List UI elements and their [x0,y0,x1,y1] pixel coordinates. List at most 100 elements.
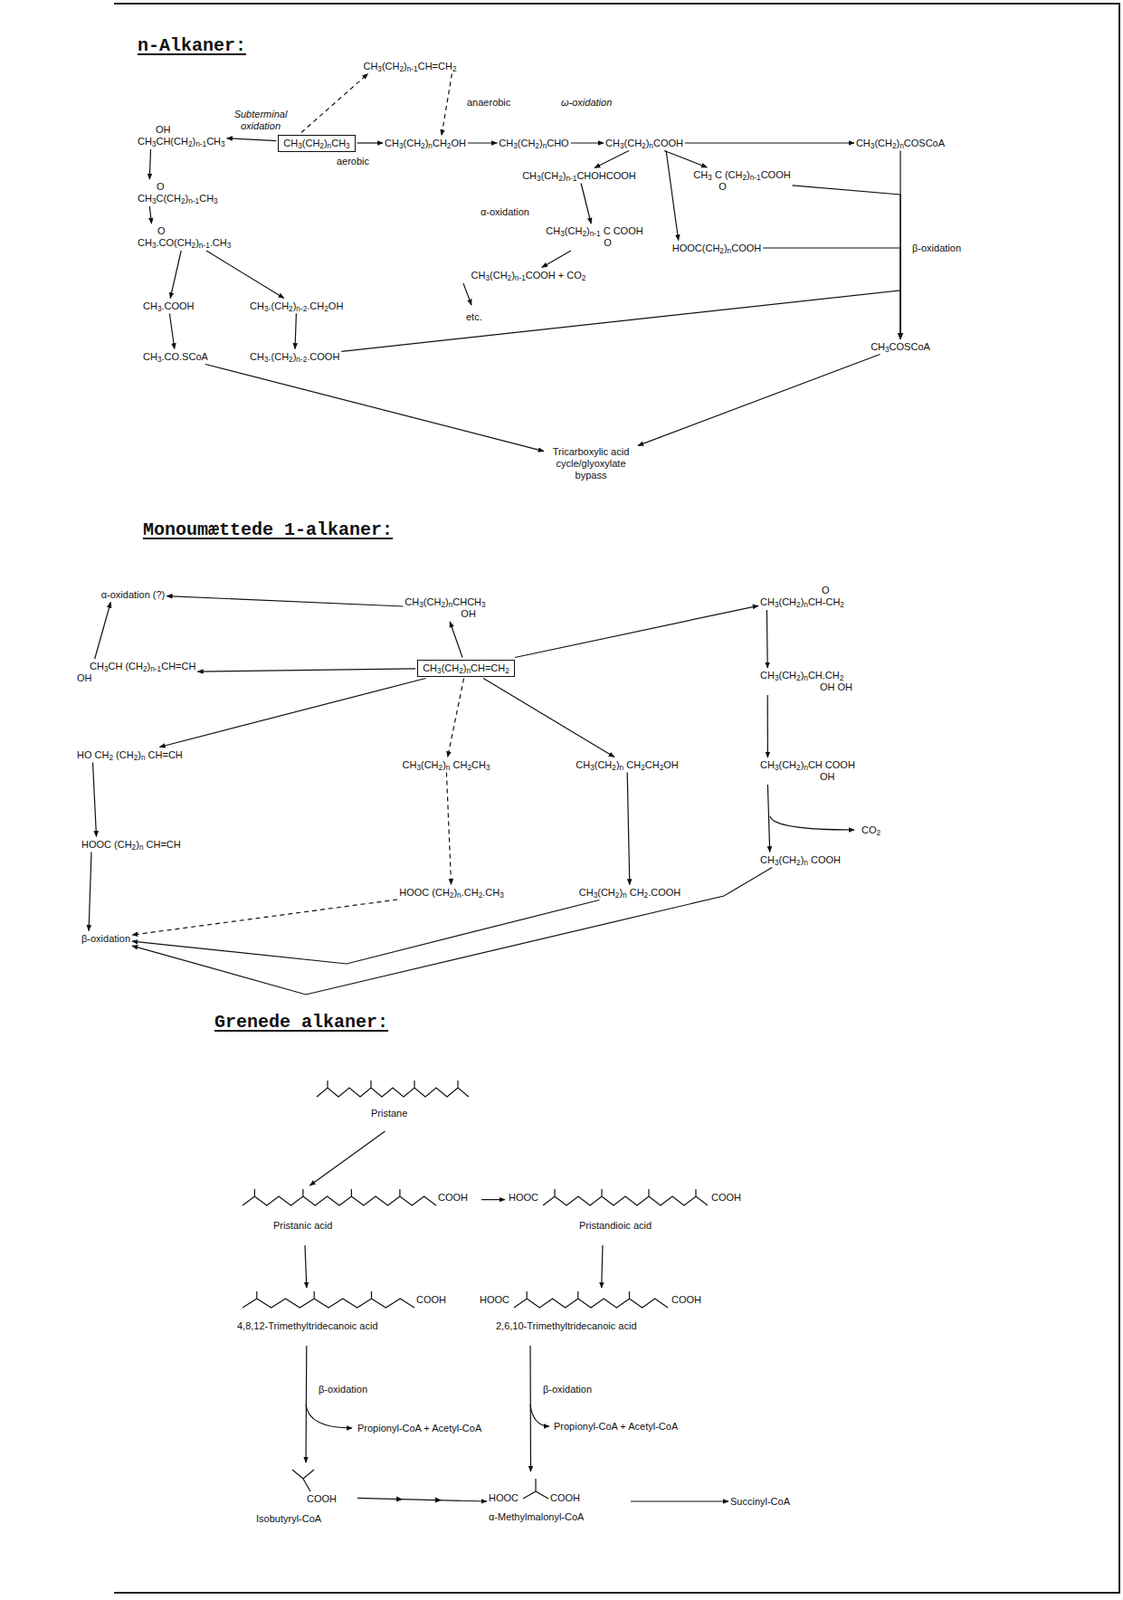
compound-formula: CH3(CH2)n COOH [760,854,841,867]
reaction-arrow [95,602,112,660]
pathway-label: β-oxidation [318,1383,368,1396]
compound-name: α-Methylmalonyl-CoA [488,1511,584,1523]
carbon-chain [513,1291,668,1308]
step-arrowhead [435,1497,442,1504]
carbon-chain [316,1080,469,1097]
reaction-arrow [601,1245,603,1288]
compound-name: Isobutyryl-CoA [256,1513,322,1525]
compound-formula: HOOC (CH2)n.CH2.CH3 [399,886,505,899]
pathway-label: β-oxidation [542,1383,592,1396]
compound-name: Pristane [371,1107,408,1120]
compound-name: 4,8,12-Trimethyltridecanoic acid [237,1320,379,1333]
carbon-chain [242,1291,415,1308]
compound-formula: CH3(CH2)n CH2CH2OH [575,759,678,771]
reaction-arrow [446,772,451,886]
skeletal-structure: HOOC COOH Pristandioic acid [506,1187,747,1244]
compound-formula: CH3(CH2)nCOSCoA [856,137,945,150]
compound-name: Pristandioic acid [579,1219,652,1232]
formula-text: HOOC(CH2)nCOOH [672,242,762,255]
compound-name: 2,6,10-Trimethyltridecanoic acid [495,1320,638,1333]
formula-text: CH3(CH2)n CH2CH3 [402,759,491,771]
formula-text: CH3(CH2)nCH=CH2 [422,662,510,675]
compound-formula: α-oxidation (?) [101,589,166,601]
compound-formula: OCH3(CH2)nCH-CH2 [760,584,845,609]
formula-text: CH3(CH2)nCHO [498,137,569,150]
compound-name: Tricarboxylic acid cycle/glyoxylate bypa… [545,446,637,482]
reaction-arrow [88,852,92,932]
section-title: n-Alkaner: [137,35,247,58]
formula-text: CH3(CH2)nCOOH [605,137,684,150]
carbon-chain [292,1469,315,1492]
pathway-label: Propionyl-CoA + Acetyl-CoA [357,1422,482,1435]
formula-text: CH3CH(CH2)n-1CH3 [137,135,226,148]
skeletal-formula [506,1187,747,1244]
compound-formula: HOOC (CH2)n CH=CH [81,838,181,851]
formula-text: O [821,584,845,597]
formula-text: HOOC (CH2)n CH=CH [81,838,181,851]
reaction-arrow [441,74,452,136]
compound-formula: CH3(CH2)nCH2OH [384,137,467,150]
reaction-arrow [481,1199,505,1200]
section-title: Monoumættede 1-alkaner: [142,519,393,542]
reaction-arrow [341,290,901,352]
reaction-arrow [149,206,152,224]
compound-name: COOH [437,1191,468,1204]
formula-text: CH3 C (CH2)n-1COOH [693,169,790,181]
compound-name: α-oxidation (?) [101,589,166,601]
compound-formula: CH3CH (CH2)n-1CH=CHOH [76,660,196,685]
compound-name: HOOC [488,1492,519,1504]
compound-formula: OHCH3CH(CH2)n-1CH3 [137,123,226,148]
compound-formula: β-oxidation [81,932,131,945]
reaction-arrow [767,694,769,758]
reaction-arrow [483,678,615,758]
reaction-arrow [93,762,97,838]
substrate-box: CH3(CH2)nCH3 [277,134,355,153]
compound-formula: CH3(CH2)n-1CHOHCOOH [522,170,637,182]
formula-text: CH3(CH2)n-1COOH + CO2 [471,269,587,282]
carbon-chain [542,1189,708,1206]
compound-formula: CH3(CH2)nCH COOHOH [760,759,856,783]
page-frame [114,3,1120,1593]
formula-text: CH3(CH2)n-1 C COOH [545,225,643,238]
reaction-arrow [132,899,398,935]
reaction-arrow [767,784,770,853]
compound-formula: CH3(CH2)n CH2.COOH [579,886,682,899]
pathway-label: CO2 [861,824,881,837]
reaction-arrow [627,772,630,886]
reaction-arrow [295,314,296,350]
side-product-arrow [530,1404,550,1427]
compound-formula: OCH3.CO(CH2)n-1.CH3 [137,225,231,249]
reaction-arrow [766,609,769,668]
pathway-label: β-oxidation [912,242,962,255]
reaction-arrow [301,74,369,134]
side-product-arrow [305,1404,353,1428]
carbon-chain [523,1478,549,1499]
compound-formula: HOOC(CH2)nCOOH [672,242,762,255]
formula-text: CH3(CH2)n CH2CH2OH [575,759,678,771]
reaction-arrow [571,142,604,143]
skeletal-structure: COOHIsobutyryl-CoA [256,1464,356,1530]
pathway-label: aerobic [336,155,370,168]
continuation-arrow [463,283,472,305]
reaction-arrow [594,151,629,169]
skeletal-structure: COOH4,8,12-Trimethyltridecanoic acid [237,1289,455,1344]
skeletal-structure: COOHPristanic acid [237,1187,480,1244]
reaction-arrow [149,149,151,180]
compound-name: COOH [711,1191,742,1204]
skeletal-structure: HOOCCOOHα-Methylmalonyl-CoA [488,1473,629,1530]
pathway-label: ω-oxidation [561,96,612,109]
reaction-arrow [304,1345,307,1463]
decarboxylation-arrow [770,816,855,830]
reaction-arrow [304,1245,307,1288]
compound-name: HOOC [508,1191,539,1204]
formula-text: OH [460,608,486,620]
formula-text: CH3.(CH2)n-2.CH2OH [249,300,343,313]
reaction-arrow [357,142,383,143]
formula-text: CH3COSCoA [870,341,931,353]
compound-formula: Tricarboxylic acid cycle/glyoxylate bypa… [545,446,637,482]
formula-text: CH3.CO.SCoA [142,351,209,363]
formula-text: CH3(CH2)n-1CH=CH2 [362,60,457,73]
reaction-arrow [132,867,772,996]
pathway-label: Subterminal oxidation [228,108,293,133]
pathway-label: anaerobic [466,96,511,109]
